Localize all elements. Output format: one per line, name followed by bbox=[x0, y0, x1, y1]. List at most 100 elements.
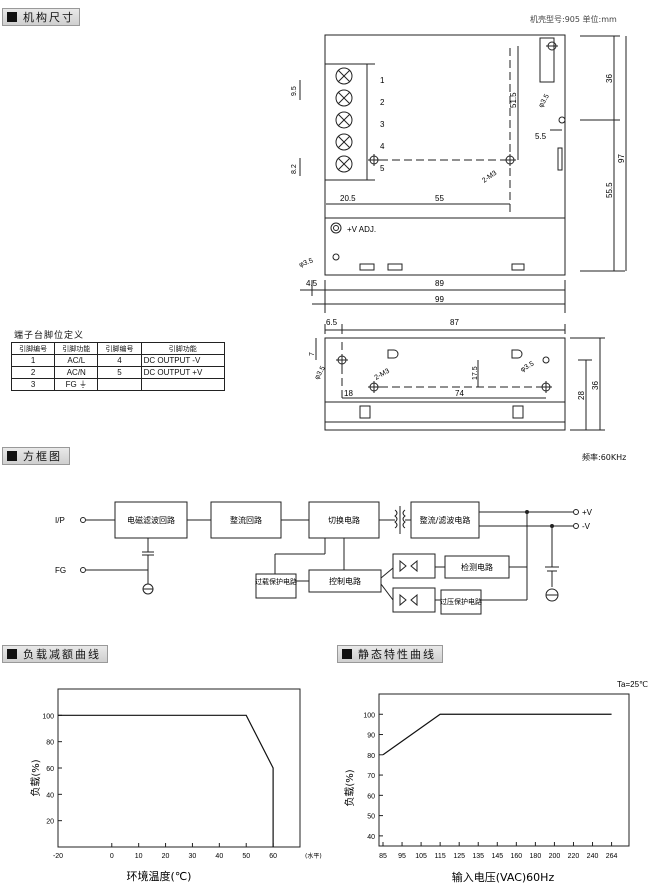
x-tick-label: 200 bbox=[549, 853, 561, 860]
x-tick-label: 135 bbox=[472, 853, 484, 860]
annotation-label: Ta=25℃ bbox=[617, 680, 648, 689]
y-tick-label: 80 bbox=[367, 753, 375, 760]
terminal-number: 2 bbox=[380, 98, 385, 107]
x-tick-label: 125 bbox=[453, 853, 465, 860]
x-tick-label: 20 bbox=[162, 853, 170, 860]
dim-label: 5.5 bbox=[535, 132, 547, 141]
rectifier-block: 整流回路 bbox=[230, 515, 262, 525]
table-cell: FG ⏚ bbox=[54, 378, 99, 391]
dim-label: 51.5 bbox=[509, 92, 518, 108]
section-header-mechanical: 机构尺寸 bbox=[2, 8, 80, 26]
table-cell: DC OUTPUT -V bbox=[140, 354, 226, 367]
dim-label: φ3.5 bbox=[520, 360, 536, 373]
x-tick-label: 0 bbox=[110, 853, 114, 860]
table-header: 引脚功能 bbox=[54, 342, 99, 355]
dim-label: φ3.5 bbox=[298, 257, 314, 268]
plus-v-label: +V bbox=[582, 508, 593, 517]
table-cell bbox=[97, 378, 142, 391]
x-tick-label: 10 bbox=[135, 853, 143, 860]
table-row: 3 FG ⏚ bbox=[10, 378, 226, 391]
terminal-number: 1 bbox=[380, 76, 385, 85]
switching-block: 切换电路 bbox=[328, 515, 360, 525]
table-header: 引脚编号 bbox=[10, 342, 56, 355]
terminal-table: 引脚编号 引脚功能 引脚编号 引脚功能 1 AC/L 4 DC OUTPUT -… bbox=[10, 342, 226, 391]
overload-protection-block: 过载保护电路 bbox=[255, 577, 297, 586]
y-tick-label: 100 bbox=[42, 713, 54, 720]
dim-label: 74 bbox=[455, 389, 464, 398]
dim-label: 2-M3 bbox=[374, 368, 391, 382]
y-tick-label: 60 bbox=[367, 793, 375, 800]
series-line bbox=[58, 714, 274, 847]
frequency-label: 频率:60KHz bbox=[582, 453, 627, 462]
y-axis-label: 负载(%) bbox=[29, 759, 42, 796]
dim-label: φ3.5 bbox=[538, 93, 551, 109]
vadj-label: +V ADJ. bbox=[347, 225, 376, 234]
dim-label: 28 bbox=[577, 391, 586, 400]
section-header-block: 方框图 bbox=[2, 447, 70, 465]
dim-label: 55.5 bbox=[605, 182, 614, 198]
dim-label: 89 bbox=[435, 279, 444, 288]
x-tick-label: 95 bbox=[398, 853, 406, 860]
terminal-table-title: 端子台脚位定义 bbox=[14, 331, 85, 341]
x-axis-label: 环境温度(℃) bbox=[127, 869, 192, 883]
fg-label: FG bbox=[55, 566, 66, 575]
block-diagram: I/P FG 电磁滤波回路 整流回路 切换电路 整流/滤波电路 过载保护电路 控… bbox=[55, 501, 593, 615]
y-tick-label: 20 bbox=[46, 819, 54, 826]
y-tick-label: 40 bbox=[46, 792, 54, 799]
dim-label: 6.5 bbox=[326, 318, 338, 327]
table-header: 引脚功能 bbox=[140, 342, 226, 355]
dim-label: 97 bbox=[617, 154, 626, 163]
dim-label: 18 bbox=[344, 389, 353, 398]
table-cell: 3 bbox=[10, 378, 56, 391]
terminal-screws bbox=[335, 67, 353, 173]
x-tick-label: 220 bbox=[568, 853, 580, 860]
y-tick-label: 50 bbox=[367, 814, 375, 821]
plot-frame bbox=[57, 688, 301, 848]
x-tick-label: 115 bbox=[435, 853, 446, 860]
control-circuit-block: 控制电路 bbox=[329, 576, 361, 586]
dim-label: 17.5 bbox=[472, 366, 479, 380]
dim-label: 36 bbox=[591, 381, 600, 390]
bullet-square-icon bbox=[7, 12, 17, 22]
dim-label: 55 bbox=[435, 194, 444, 203]
y-tick-label: 70 bbox=[367, 773, 375, 780]
y-tick-label: 60 bbox=[46, 766, 54, 773]
table-header: 引脚编号 bbox=[97, 342, 142, 355]
table-cell: 1 bbox=[10, 354, 56, 367]
dim-label: 7 bbox=[309, 352, 316, 356]
section-header-derating: 负载减额曲线 bbox=[2, 645, 108, 663]
x-unit-label: (水平) bbox=[305, 852, 322, 860]
x-tick-label: 160 bbox=[510, 853, 522, 860]
table-cell: 5 bbox=[97, 366, 142, 379]
y-tick-label: 80 bbox=[46, 740, 54, 747]
table-cell: AC/N bbox=[54, 366, 99, 379]
output-rectifier-block: 整流/滤波电路 bbox=[420, 515, 471, 525]
table-row: 2 AC/N 5 DC OUTPUT +V bbox=[10, 366, 226, 379]
x-tick-label: 240 bbox=[587, 853, 599, 860]
section-header-static: 静态特性曲线 bbox=[337, 645, 443, 663]
x-tick-label: -20 bbox=[53, 853, 63, 860]
dim-label: 4.5 bbox=[306, 279, 318, 288]
table-cell: 4 bbox=[97, 354, 142, 367]
table-cell: 2 bbox=[10, 366, 56, 379]
y-axis-label: 负载(%) bbox=[343, 769, 356, 806]
ip-label: I/P bbox=[55, 516, 65, 525]
bullet-square-icon bbox=[342, 649, 352, 659]
dim-label: 36 bbox=[605, 74, 614, 83]
terminal-number: 3 bbox=[380, 120, 385, 129]
x-tick-label: 264 bbox=[606, 853, 618, 860]
x-tick-label: 30 bbox=[189, 853, 197, 860]
dim-label: 20.5 bbox=[340, 194, 356, 203]
x-axis-label: 输入电压(VAC)60Hz bbox=[452, 870, 555, 884]
series-line bbox=[382, 713, 612, 756]
x-tick-label: 40 bbox=[215, 853, 223, 860]
bullet-square-icon bbox=[7, 649, 17, 659]
plot-frame bbox=[378, 693, 630, 847]
table-header-row: 引脚编号 引脚功能 引脚编号 引脚功能 bbox=[10, 342, 226, 355]
dim-label: 2-M3 bbox=[481, 170, 498, 185]
x-tick-label: 105 bbox=[415, 853, 427, 860]
emi-filter-block: 电磁滤波回路 bbox=[127, 515, 175, 525]
terminal-number: 5 bbox=[380, 164, 385, 173]
detection-circuit-block: 检测电路 bbox=[461, 562, 493, 572]
